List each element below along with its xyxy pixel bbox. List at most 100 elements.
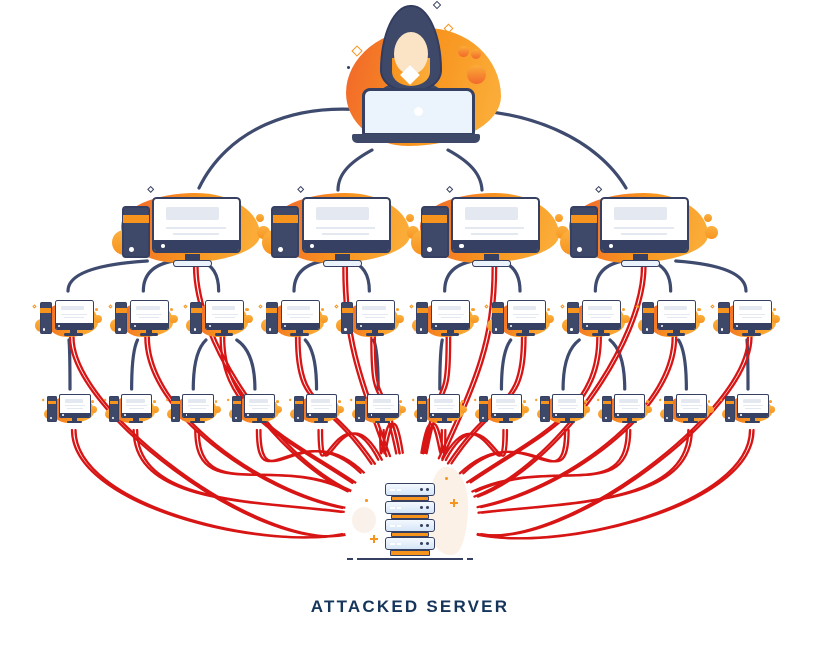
pc-monitor (675, 394, 707, 418)
monitor-base (471, 260, 512, 267)
monitor-base (64, 333, 83, 337)
orange-circle (319, 314, 329, 324)
monitor-bezel (553, 412, 583, 417)
monitor-base (436, 420, 452, 424)
power-dot (419, 416, 422, 419)
monitor-stand (446, 330, 454, 334)
bot-computer (226, 391, 283, 427)
screen-content-line (311, 405, 332, 407)
tower-stripe (40, 308, 52, 313)
laptop-logo-dot (414, 107, 423, 116)
monitor-stand (597, 330, 605, 334)
pc-monitor (506, 300, 546, 330)
pc-monitor (280, 300, 320, 330)
screen-content-line (60, 313, 87, 316)
handler-computer (112, 185, 270, 269)
pc-tower (420, 206, 449, 259)
monitor-bezel (733, 323, 771, 329)
screen-content-line (362, 313, 389, 316)
pc-tower (602, 396, 612, 422)
power-dot (576, 246, 582, 252)
screen-content-block (588, 305, 612, 311)
screen-content-block (663, 305, 687, 311)
bezel-dot (185, 414, 188, 416)
orange-circle (645, 406, 653, 413)
screen-content-block (619, 398, 638, 403)
bot-computer (658, 391, 714, 427)
screen-content-line (745, 407, 761, 409)
screen-content-line (249, 405, 271, 407)
screen-content-line (680, 405, 702, 407)
monitor-stand (379, 418, 386, 422)
pc-monitor (737, 394, 769, 418)
attack-line (320, 428, 383, 461)
monitor-base (173, 260, 213, 267)
bezel-dot (308, 414, 311, 416)
tower-stripe (725, 400, 735, 405)
orange-circle (696, 314, 705, 324)
pc-monitor (490, 394, 522, 418)
monitor-stand (441, 418, 447, 422)
screen-content-line (187, 405, 209, 407)
pc-tower (355, 396, 366, 422)
monitor-stand (749, 418, 756, 422)
screen-content-line (251, 407, 268, 409)
bot-computer (534, 391, 591, 427)
screen-content-line (214, 316, 235, 319)
bot-computer (349, 391, 406, 427)
orange-circle (769, 400, 773, 404)
power-dot (543, 416, 546, 419)
pc-monitor (431, 300, 471, 330)
screen-content-block (211, 305, 235, 311)
bezel-dot (247, 414, 249, 416)
screen-content-line (126, 405, 147, 407)
sparkle-icon (658, 398, 662, 402)
attack-line (147, 335, 347, 510)
bot-computer (719, 391, 776, 427)
tower-stripe (109, 400, 119, 405)
power-dot (235, 416, 238, 419)
screen-content-line (440, 316, 461, 319)
tower-stripe (718, 308, 730, 313)
orange-circle (399, 400, 403, 404)
orange-circle (337, 406, 344, 413)
sparkle-icon (288, 398, 292, 402)
monitor-base (365, 333, 385, 337)
screen-content-line (621, 407, 638, 409)
orange-circle (704, 214, 713, 223)
pc-tower (265, 302, 278, 335)
monitor-bezel (368, 412, 398, 417)
screen-content-line (471, 232, 518, 236)
tower-stripe (479, 400, 488, 405)
pc-tower (717, 302, 730, 335)
attack-line (135, 428, 347, 514)
screen-content-block (512, 305, 537, 311)
screen-content-block (136, 305, 160, 311)
monitor-stand (185, 253, 201, 262)
tower-stripe (541, 400, 550, 405)
power-dot (494, 328, 498, 331)
control-link-line (67, 338, 72, 391)
screen-content-line (516, 316, 536, 319)
sparkle-icon (349, 398, 354, 402)
monitor-stand (220, 330, 228, 334)
bezel-dot (310, 244, 315, 249)
monitor-stand (133, 418, 139, 422)
orange-circle (555, 214, 564, 223)
sparkle-icon (165, 398, 169, 402)
bezel-dot (736, 325, 739, 328)
screen-content-block (311, 398, 330, 403)
monitor-bezel (55, 323, 93, 329)
monitor-stand (334, 253, 350, 262)
orange-circle (697, 307, 701, 312)
screen-content-line (290, 316, 310, 319)
pc-monitor (657, 300, 697, 330)
bezel-dot (493, 414, 496, 416)
tower-stripe (232, 400, 242, 405)
screen-content-line (64, 316, 84, 319)
screen-content-line (557, 405, 579, 407)
server-unit (385, 501, 435, 514)
screen-content-line (190, 407, 207, 409)
bezel-dot (510, 325, 513, 328)
screen-content-block (434, 398, 454, 403)
